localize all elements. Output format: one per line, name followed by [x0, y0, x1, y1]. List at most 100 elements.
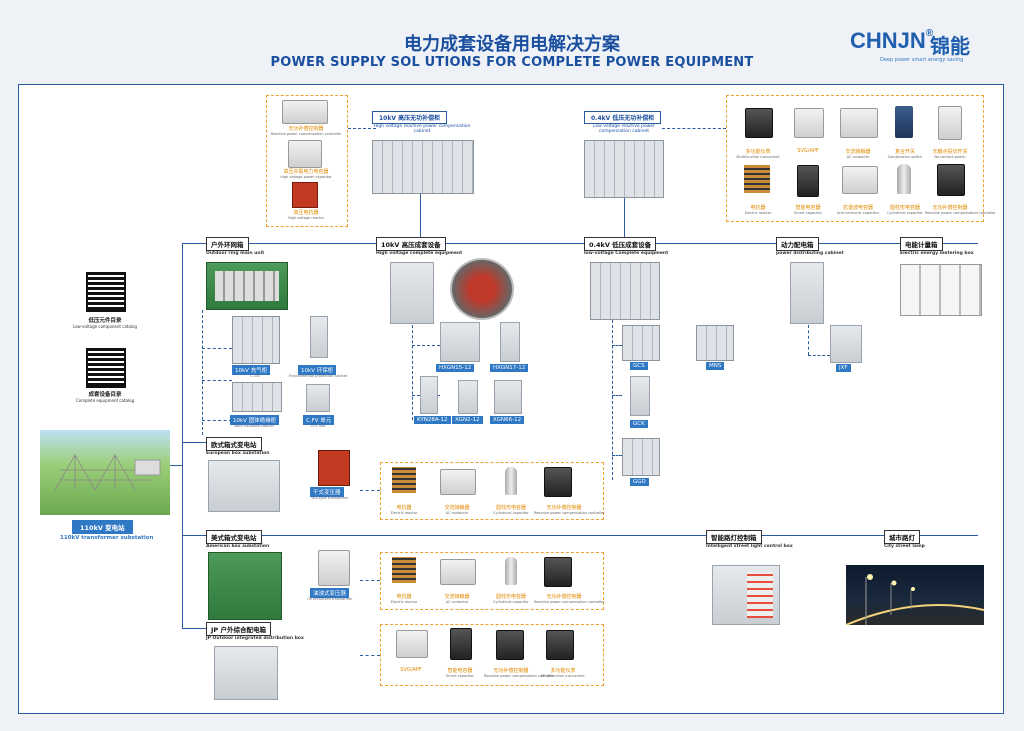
catalog-1-title: 低压元件目录 — [88, 318, 122, 324]
page-title-en: POWER SUPPLY SOL UTIONS FOR COMPLETE POW… — [270, 55, 754, 70]
jp-components-box — [380, 624, 604, 686]
hv-compensation-components-box — [266, 95, 348, 227]
jp-multifunction-icon — [546, 630, 574, 660]
oil-transformer-sub: Oil immersed transformer — [307, 597, 353, 601]
us-item-sub: Reactive power compensation controller — [534, 600, 605, 604]
lv-model-label: GCS — [630, 362, 648, 370]
hxgn15-cabinet-image — [440, 322, 480, 362]
svg-apf-icon — [794, 108, 824, 138]
us-reactor-icon — [392, 557, 416, 583]
bus-label-metering-box: 电能计量箱 — [900, 237, 943, 251]
lv-comp-item-sub: Electric reactor — [744, 211, 772, 215]
ring-unit-sub: CFV unit — [310, 424, 326, 428]
ring-unit-sub: Solid insulated cabinet — [234, 424, 274, 428]
eu-components-box — [380, 462, 604, 520]
lv-comp-item-label: 智能电容器 — [795, 205, 821, 211]
lv-comp-item-sub: Anti-harmonic capacitor — [836, 211, 880, 215]
us-item-label: 交流接触器 — [444, 594, 470, 600]
hv-reactor-icon — [292, 182, 318, 208]
eu-cylindrical-capacitor-icon — [505, 467, 517, 495]
us-substation-image — [208, 552, 282, 620]
brand-slogan: Deep power smart energy saving — [880, 57, 964, 63]
city-lamp-subtitle: City street lamp — [884, 544, 925, 549]
ring-unit-label: 10kV 环保柜 — [298, 365, 337, 375]
lv-comp-item-sub: Combination switch — [887, 155, 923, 159]
bus-label-power-cabinet: 动力配电箱 — [776, 237, 819, 251]
lv-comp-item-label: 交流接触器 — [845, 149, 871, 155]
cfv-unit-image — [306, 384, 330, 412]
hv-switchgear-image — [390, 262, 434, 324]
oil-transformer-image — [318, 550, 350, 586]
us-item-label: 圆柱形电容器 — [495, 594, 526, 600]
street-control-subtitle: Intelligent street light control box — [706, 544, 793, 549]
reactive-controller-icon — [937, 164, 965, 196]
ggd-cabinet-image — [622, 438, 660, 476]
us-item-label: 电抗器 — [396, 594, 412, 600]
lv-model-label: GGD — [630, 478, 649, 486]
lv-comp-item-label: 无触点投切开关 — [932, 149, 968, 155]
eu-substation-title: 欧式箱式变电站 — [206, 437, 262, 451]
dry-transformer-label: 干式变压器 — [310, 487, 344, 497]
logo-mark: ® — [925, 28, 934, 39]
jp-box-subtitle: JP Outdoor integrated distribution box — [206, 636, 304, 641]
jp-item-sub: Smart capacitor — [446, 674, 474, 678]
eu-item-label: 圆柱形电容器 — [495, 505, 526, 511]
hv-comp-item-sub: High voltage reactor — [288, 216, 324, 220]
oil-transformer-label: 油浸式变压器 — [310, 588, 350, 598]
eu-item-label: 无功补偿控制器 — [546, 505, 582, 511]
lv-comp-item-label: 电抗器 — [750, 205, 766, 211]
catalog-1-subtitle: Low-voltage component catalog — [72, 324, 138, 329]
us-substation-title: 美式箱式变电站 — [206, 530, 262, 544]
jp-svg-apf-icon — [396, 630, 428, 658]
lv-comp-item-sub: Multifunction instrument — [736, 155, 780, 159]
xgn66-cabinet-image — [494, 380, 522, 414]
ring-unit-label: 10kV 充气柜 — [232, 365, 271, 375]
lv-compensation-cabinet-title: 0.4kV 低压无功补偿柜 — [584, 111, 662, 124]
us-item-sub: Electric reactor — [390, 600, 418, 604]
logo-text: CHNJN — [850, 28, 926, 53]
lv-comp-item-sub: Cylindrical capacitor — [887, 211, 923, 215]
eu-reactor-icon — [392, 467, 416, 493]
lv-comp-item-sub: AC contactor — [846, 155, 870, 159]
dry-transformer-image — [318, 450, 350, 486]
hv-model-label: KYN28A-12 — [414, 416, 451, 424]
hv-comp-item-label: 无功补偿控制器 — [288, 126, 324, 132]
bus-sub-power-cabinet: power distributing cabinet — [776, 251, 844, 256]
lv-comp-item-label: 圆柱形电容器 — [889, 205, 920, 211]
substation-subtitle: 110kV transformer substation — [60, 535, 154, 541]
jp-item-label: 无功补偿控制器 — [493, 668, 529, 674]
us-cylindrical-capacitor-icon — [505, 557, 517, 585]
eu-controller-icon — [544, 467, 572, 497]
hv-compensation-cabinet-image — [372, 140, 474, 194]
jp-item-sub: Reactive power compensation controller — [484, 674, 555, 678]
page-title-cn: 电力成套设备用电解决方案 — [404, 34, 620, 55]
metering-box-image — [900, 264, 982, 316]
lv-comp-item-label: 复合开关 — [894, 149, 915, 155]
jp-smart-capacitor-icon — [450, 628, 472, 660]
eu-item-label: 电抗器 — [396, 505, 412, 511]
c-gis-cabinet-image — [232, 316, 280, 364]
gcs-cabinet-image — [622, 325, 660, 361]
catalog-2-subtitle: Complete equipment catalog — [75, 398, 135, 403]
brand-logo: CHNJN® — [850, 28, 933, 54]
us-contactor-icon — [440, 559, 476, 585]
hv-comp-item-label: 高压电抗器 — [293, 210, 319, 216]
qr-code-low-voltage[interactable] — [86, 272, 126, 312]
lv-comp-item-sub: Reactive power compensation controller — [925, 211, 996, 215]
bus-label-lv-equipment: 0.4kV 低压成套设备 — [584, 237, 657, 251]
bus-label-hv-equipment: 10kV 高压成套设备 — [376, 237, 446, 251]
lv-model-label: GCK — [630, 420, 648, 428]
us-item-label: 无功补偿控制器 — [546, 594, 582, 600]
power-distribution-cabinet-image — [790, 262, 824, 324]
jp-item-label: 智能电容器 — [447, 668, 473, 674]
qr-code-complete-equipment[interactable] — [86, 348, 126, 388]
kyn28a-cabinet-image — [420, 376, 438, 414]
street-control-title: 智能路灯控制箱 — [706, 530, 762, 544]
lv-compensation-cabinet-image — [584, 140, 664, 198]
jp-item-label: SVG/APF — [400, 667, 422, 673]
outdoor-ring-unit-image — [206, 262, 288, 310]
smart-capacitor-icon — [797, 165, 819, 197]
us-item-sub: AC contactor — [445, 600, 469, 604]
hv-model-label: HXGN17-12 — [490, 364, 529, 372]
solid-insulated-cabinet-image — [232, 382, 282, 412]
